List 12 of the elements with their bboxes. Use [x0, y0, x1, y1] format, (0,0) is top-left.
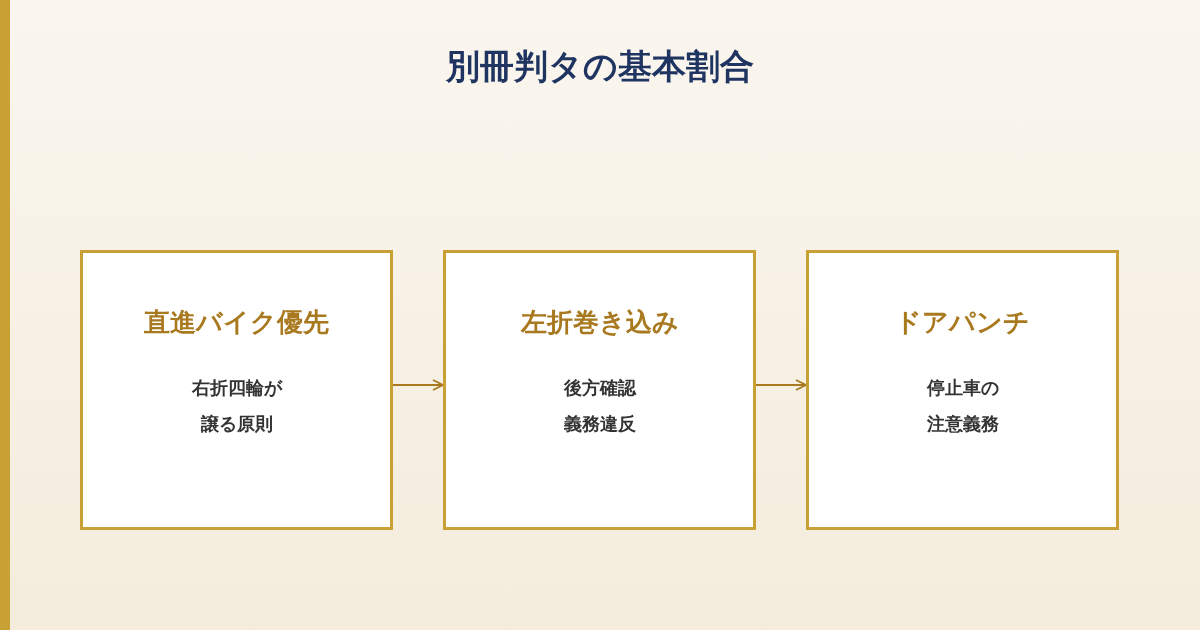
arrow [392, 379, 444, 391]
step-card [806, 250, 1119, 530]
arrow [755, 379, 807, 391]
card-heading: 直進バイク優先 [144, 306, 329, 339]
card-text: 停止車の注意義務 [926, 376, 999, 436]
step-card [443, 250, 756, 530]
title: 別冊判タの基本割合 [446, 45, 754, 88]
card-text: 右折四輪が譲る原則 [191, 376, 282, 436]
card-heading: 左折巻き込み [520, 306, 679, 339]
card-heading: ドアパンチ [895, 306, 1030, 339]
card-text: 後方確認義務違反 [563, 376, 636, 436]
step-card [80, 250, 393, 530]
